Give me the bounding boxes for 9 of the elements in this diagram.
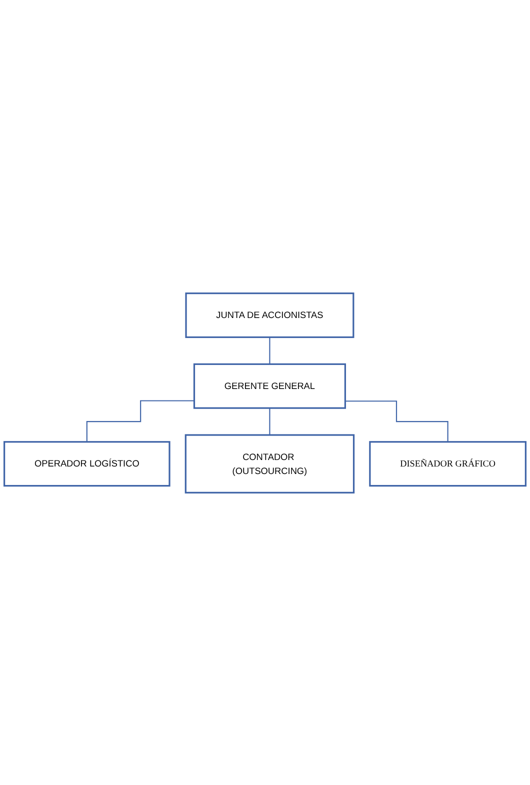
connector: [269, 336, 270, 364]
node-box: JUNTA DE ACCIONISTAS: [185, 292, 354, 338]
node-box: OPERADOR LOGÍSTICO: [4, 440, 170, 486]
node-box: GERENTE GENERAL: [193, 362, 346, 408]
node-box: CONTADOR (OUTSOURCING): [184, 434, 355, 493]
connector: [345, 400, 448, 442]
connector: [269, 407, 270, 436]
node-box: DISEÑADOR GRÁFICO: [369, 440, 526, 486]
connector: [86, 400, 194, 442]
